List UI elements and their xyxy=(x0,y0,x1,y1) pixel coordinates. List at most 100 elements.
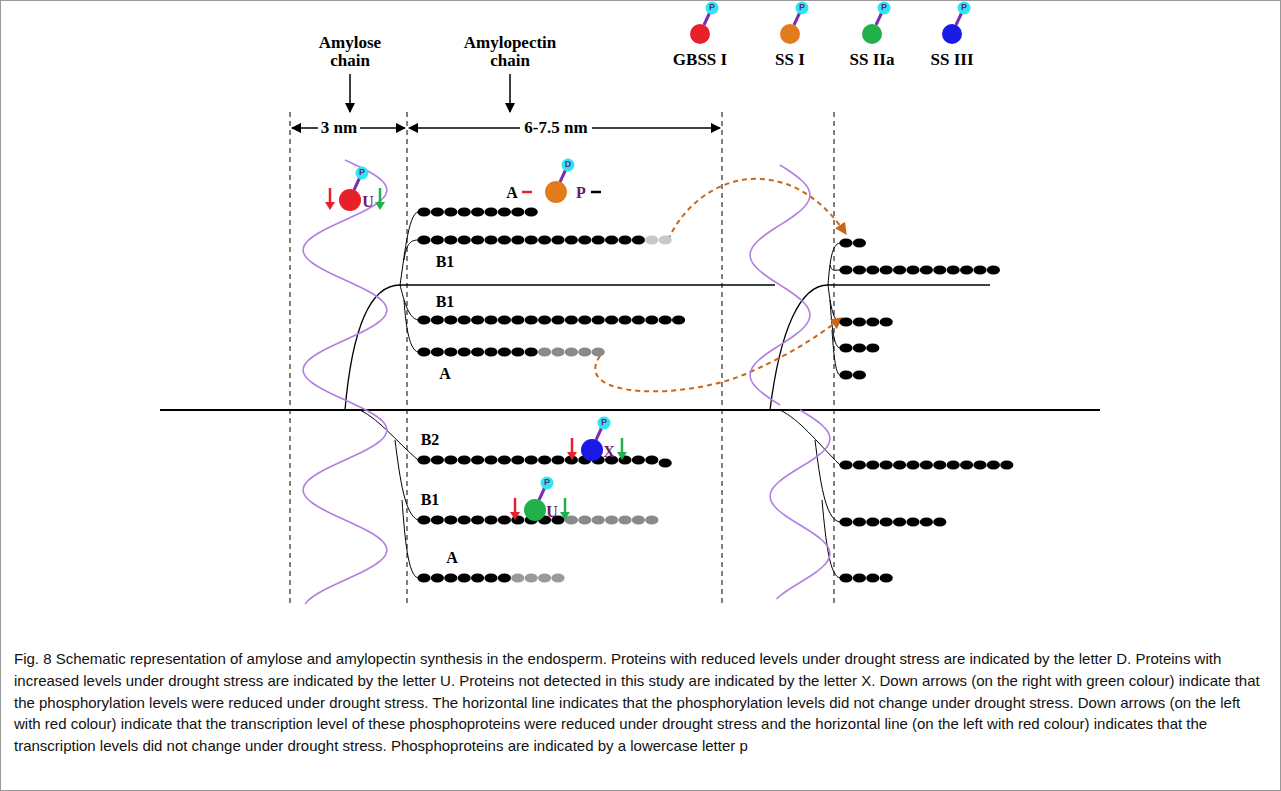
glucose-bead xyxy=(417,207,430,216)
glucose-bead xyxy=(853,517,866,526)
glucose-bead xyxy=(920,517,933,526)
glucose-bead xyxy=(659,315,672,324)
glucose-bead xyxy=(866,460,879,469)
chain-label: B1 xyxy=(436,254,455,271)
glucose-bead xyxy=(920,265,933,274)
glucose-bead xyxy=(605,315,618,324)
glucose-bead xyxy=(484,315,497,324)
glucose-bead xyxy=(853,460,866,469)
glucose-bead xyxy=(431,347,444,356)
glucose-bead xyxy=(866,317,879,326)
glucose-bead xyxy=(632,235,645,244)
glucose-bead xyxy=(458,573,471,582)
glucose-bead xyxy=(511,347,524,356)
chain-label: 3 nm xyxy=(321,119,357,137)
glucose-bead xyxy=(578,515,591,524)
legend-label: SS IIa xyxy=(850,50,895,70)
glucose-bead xyxy=(498,573,511,582)
change-arrowhead xyxy=(560,512,570,520)
glucose-bead xyxy=(458,455,471,464)
glucose-bead xyxy=(551,315,564,324)
glucose-bead xyxy=(578,347,591,356)
glucose-bead xyxy=(866,343,879,352)
glucose-bead xyxy=(853,317,866,326)
helix-line xyxy=(750,165,810,405)
glucose-bead xyxy=(839,517,852,526)
glucose-bead xyxy=(839,460,852,469)
glucose-bead xyxy=(605,515,618,524)
glucose-bead xyxy=(880,317,893,326)
glucose-bead xyxy=(444,515,457,524)
glucose-bead xyxy=(525,235,538,244)
glucose-bead xyxy=(431,455,444,464)
glucose-bead xyxy=(592,515,605,524)
phosphoprotein-symbol xyxy=(780,2,809,45)
glucose-chain xyxy=(417,207,1013,582)
glucose-bead xyxy=(906,460,919,469)
glucose-bead xyxy=(893,460,906,469)
glucose-bead xyxy=(853,265,866,274)
glucose-bead xyxy=(471,235,484,244)
glucose-bead xyxy=(511,207,524,216)
glucose-bead xyxy=(525,573,538,582)
glucose-bead xyxy=(444,573,457,582)
glucose-bead xyxy=(551,347,564,356)
helix-line xyxy=(770,410,830,599)
glucose-bead xyxy=(893,517,906,526)
glucose-bead xyxy=(498,315,511,324)
phospho-label: P xyxy=(601,418,607,427)
glucose-bead xyxy=(498,207,511,216)
glucose-bead xyxy=(417,235,430,244)
glucose-bead xyxy=(444,347,457,356)
glucose-bead xyxy=(511,235,524,244)
glucose-bead xyxy=(973,460,986,469)
glucose-bead xyxy=(417,573,430,582)
glucose-bead xyxy=(565,347,578,356)
glucose-bead xyxy=(525,347,538,356)
change-arrowhead xyxy=(510,512,520,520)
legend-swatch xyxy=(942,24,962,44)
glucose-bead xyxy=(839,317,852,326)
change-arrowhead xyxy=(567,452,577,460)
glucose-bead xyxy=(471,315,484,324)
glucose-bead xyxy=(484,515,497,524)
legend-swatch xyxy=(862,24,882,44)
phosphoprotein-symbol xyxy=(862,2,891,45)
chain-label: B2 xyxy=(421,432,440,449)
phospho-label: P xyxy=(961,3,967,12)
glucose-bead xyxy=(645,235,658,244)
glucose-bead xyxy=(853,238,866,247)
legend-label: GBSS I xyxy=(673,50,727,70)
glucose-bead xyxy=(525,207,538,216)
legend-label: SS III xyxy=(930,50,973,70)
glucose-bead xyxy=(498,455,511,464)
glucose-bead xyxy=(659,235,672,244)
glucose-bead xyxy=(839,343,852,352)
glucose-bead xyxy=(960,460,973,469)
glucose-bead xyxy=(458,315,471,324)
glucose-bead xyxy=(551,235,564,244)
level-letter: X xyxy=(603,444,615,461)
glucose-bead xyxy=(431,207,444,216)
glucose-bead xyxy=(933,265,946,274)
glucose-bead xyxy=(444,235,457,244)
glucose-bead xyxy=(525,315,538,324)
glucose-bead xyxy=(592,235,605,244)
glucose-bead xyxy=(906,265,919,274)
glucose-bead xyxy=(471,573,484,582)
legend-swatch xyxy=(780,24,800,44)
glucose-bead xyxy=(471,347,484,356)
glucose-bead xyxy=(853,370,866,379)
glucose-bead xyxy=(538,347,551,356)
glucose-bead xyxy=(498,347,511,356)
glucose-bead xyxy=(484,235,497,244)
phospho-label: P xyxy=(709,3,715,12)
glucose-bead xyxy=(947,460,960,469)
glucose-bead xyxy=(839,265,852,274)
level-letter: U xyxy=(362,194,374,211)
glucose-bead xyxy=(458,347,471,356)
glucose-bead xyxy=(538,455,551,464)
glucose-bead xyxy=(484,573,497,582)
phospho-label: P xyxy=(799,3,805,12)
